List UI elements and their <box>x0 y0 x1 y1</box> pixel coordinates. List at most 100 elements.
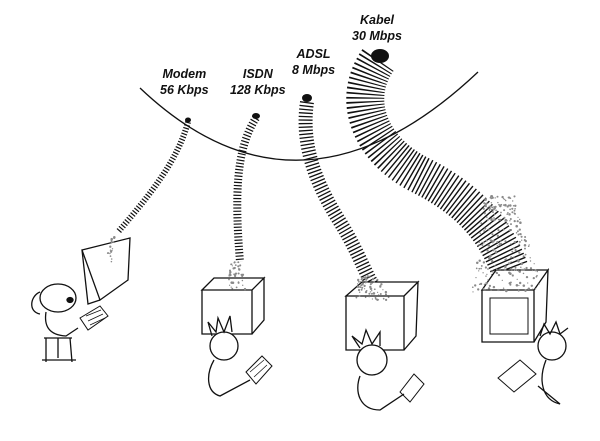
data-bit <box>233 273 236 276</box>
data-bit <box>478 267 481 270</box>
data-bit <box>371 290 373 292</box>
data-bit <box>518 240 521 243</box>
data-bit <box>487 268 489 270</box>
kabel-speed: 30 Mbps <box>352 29 403 43</box>
data-bit <box>490 289 492 292</box>
data-bit <box>515 269 518 271</box>
data-bit <box>362 276 365 279</box>
data-bit <box>373 280 376 283</box>
data-bit <box>497 273 501 277</box>
data-bit <box>382 297 385 300</box>
data-bit <box>488 205 490 207</box>
data-bit <box>509 220 511 222</box>
data-bit <box>490 217 493 220</box>
adsl-name: ADSL <box>296 47 331 61</box>
data-bit <box>492 285 496 289</box>
data-bit <box>488 209 491 212</box>
data-bit <box>524 247 526 250</box>
data-bit <box>518 284 520 287</box>
data-bit <box>384 298 388 302</box>
data-bit <box>536 270 538 273</box>
data-bit <box>515 232 518 234</box>
data-bit <box>491 260 494 263</box>
data-bit <box>358 291 361 293</box>
data-bit <box>110 239 113 242</box>
data-bit <box>242 284 244 286</box>
data-bit <box>371 282 373 285</box>
data-bit <box>503 228 505 231</box>
data-bit <box>525 240 527 242</box>
data-bit <box>235 286 238 289</box>
data-bit <box>508 213 511 216</box>
data-bit <box>359 286 362 289</box>
data-bit <box>504 198 506 201</box>
data-bit <box>492 239 495 243</box>
data-bit <box>358 295 361 297</box>
data-bit <box>229 270 232 274</box>
data-bit <box>228 278 230 281</box>
data-bit <box>519 232 522 236</box>
data-bit <box>243 287 247 291</box>
data-bit <box>231 287 234 290</box>
data-bit <box>504 220 507 222</box>
data-bit <box>482 261 486 264</box>
data-bit <box>371 277 375 281</box>
data-bit <box>504 265 507 268</box>
data-bit <box>502 198 505 200</box>
data-bit <box>492 208 495 211</box>
data-bit <box>497 229 500 232</box>
data-bit <box>504 258 507 261</box>
modem-user-dog <box>31 283 79 363</box>
data-bit <box>239 264 242 267</box>
data-bit <box>504 199 507 202</box>
data-bit <box>110 241 113 244</box>
data-bit <box>484 288 486 291</box>
data-bit <box>514 212 516 215</box>
data-bit <box>510 256 513 259</box>
data-bit <box>471 286 474 289</box>
data-bit <box>525 275 529 279</box>
data-bit <box>228 284 231 286</box>
data-bit <box>475 267 478 270</box>
data-bit <box>483 283 486 286</box>
data-bit <box>490 202 493 204</box>
data-bit <box>481 243 484 247</box>
data-bit <box>511 274 514 277</box>
data-bit <box>478 270 480 272</box>
isdn-name: ISDN <box>242 67 273 81</box>
data-bit <box>536 274 538 277</box>
data-bit <box>509 283 512 286</box>
data-bit <box>510 223 512 226</box>
data-bit <box>529 260 532 262</box>
data-bit <box>377 294 380 296</box>
data-bit <box>107 252 110 254</box>
data-bit <box>495 272 499 275</box>
data-bit <box>357 280 360 283</box>
data-bit <box>486 219 489 221</box>
data-bit <box>531 269 534 272</box>
kabel-user <box>537 320 569 405</box>
data-bit <box>230 263 233 266</box>
data-bit <box>516 220 519 223</box>
data-bit <box>532 276 535 280</box>
data-bit <box>364 296 367 299</box>
data-bit <box>491 196 494 199</box>
data-bit <box>480 282 483 285</box>
modem-monitor-funnel <box>81 237 131 302</box>
data-bit <box>515 284 519 287</box>
data-bit <box>480 251 482 254</box>
data-bit <box>109 250 113 253</box>
data-bits <box>106 195 540 302</box>
data-bit <box>486 207 489 209</box>
data-bit <box>376 291 379 294</box>
data-bit <box>516 259 518 261</box>
modem-speed: 56 Kbps <box>160 83 209 97</box>
data-bit <box>369 285 372 289</box>
data-bit <box>522 272 525 275</box>
data-bit <box>482 272 484 274</box>
data-bit <box>497 218 500 221</box>
data-bit <box>484 198 487 201</box>
data-bit <box>488 257 491 260</box>
